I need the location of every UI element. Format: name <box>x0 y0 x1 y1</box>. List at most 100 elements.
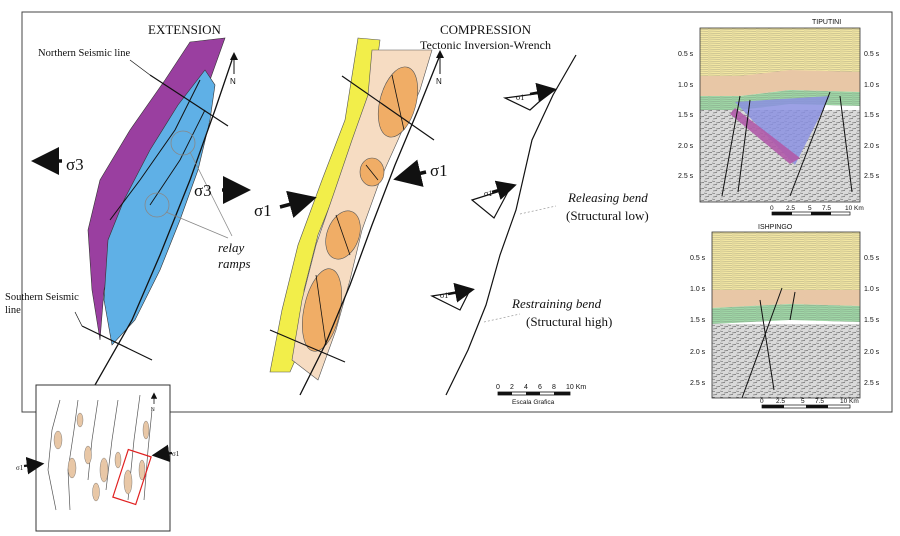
seismic-bottom-title: ISHPINGO <box>758 224 793 231</box>
bottom-tick-left-1: 1.0 s <box>690 286 706 293</box>
northern-label-leader <box>129 59 151 76</box>
bottom-tick-right-2: 1.5 s <box>864 317 880 324</box>
north-label: N <box>230 77 236 86</box>
extension-secondary-fault <box>109 79 201 221</box>
top-tick-left-4: 2.5 s <box>678 173 694 180</box>
seismic-top-time-ticks: 0.5 s 1.0 s 1.5 s 2.0 s 2.5 s 0.5 s 1.0 … <box>678 51 880 180</box>
top-scale-3: 7.5 <box>822 205 831 212</box>
wrench-panel: σ1 σ1 σ1 Releasing bend (Structural low)… <box>430 54 649 406</box>
inset-sigma1-left-arrow <box>23 456 45 475</box>
top-scale-2: 5 <box>808 205 812 212</box>
bottom-tick-right-0: 0.5 s <box>864 255 880 262</box>
top-scale-0: 0 <box>770 205 774 212</box>
southern-seismic-line <box>81 325 153 361</box>
stress-arrow-mid <box>491 180 517 200</box>
top-tick-right-3: 2.0 s <box>864 143 880 150</box>
bottom-tick-left-0: 0.5 s <box>690 255 706 262</box>
top-scale-1: 2.5 <box>786 205 795 212</box>
bottom-scale-2: 5 <box>801 398 805 405</box>
compression-seismic-line-south <box>269 329 346 363</box>
inset-location-map: σ1 σ1 N <box>16 384 180 532</box>
main-frame <box>21 11 893 413</box>
seismic-bottom-scale-bar: 0 2.5 5 7.5 10 Km <box>760 398 859 409</box>
relay-ramp-circle-2 <box>144 192 170 218</box>
top-scale-4: 10 Km <box>845 205 864 212</box>
extension-main-fault <box>94 59 233 386</box>
scale-tick-4: 4 <box>524 384 528 391</box>
extension-panel: EXTENSION Northern Seismic line relay ra… <box>5 22 251 386</box>
bottom-tick-right-1: 1.0 s <box>864 286 880 293</box>
sigma3-left-label: σ3 <box>66 155 84 174</box>
scale-tick-2: 2 <box>510 384 514 391</box>
bottom-scale-3: 7.5 <box>815 398 824 405</box>
scale-tick-8: 8 <box>552 384 556 391</box>
north-label-2: N <box>436 77 442 86</box>
bottom-tick-left-4: 2.5 s <box>690 380 706 387</box>
inset-north-label: N <box>151 407 155 413</box>
sigma1-left-label: σ1 <box>254 201 272 220</box>
bottom-tick-left-3: 2.0 s <box>690 349 706 356</box>
seismic-section-bottom: ISHPINGO 0.5 s 1.0 s 1.5 s 2.0 s 2.5 s 0… <box>690 224 880 409</box>
relay-ramp-circle-1 <box>170 130 196 156</box>
northern-seismic-line <box>149 74 229 127</box>
top-tick-left-0: 0.5 s <box>678 51 694 58</box>
scale-tick-6: 6 <box>538 384 542 391</box>
sigma1-small-bottom: σ1 <box>440 291 448 300</box>
bottom-tick-right-4: 2.5 s <box>864 380 880 387</box>
restraining-bend-label: Restraining bend <box>511 296 602 311</box>
scale-bar: 0 2 4 6 8 10 Km Escala Grafica <box>496 384 586 406</box>
structural-high-label: (Structural high) <box>526 314 612 329</box>
compression-main-fault <box>299 54 441 396</box>
structural-low-label: (Structural low) <box>566 208 649 223</box>
top-tick-left-1: 1.0 s <box>678 82 694 89</box>
relay-ramps-label: relay <box>218 240 244 255</box>
inset-study-area-box <box>112 448 152 506</box>
scale-tick-10: 10 Km <box>566 384 586 391</box>
bottom-tick-left-2: 1.5 s <box>690 317 706 324</box>
relay-leader-2 <box>165 211 229 239</box>
northern-seismic-line-label: Northern Seismic line <box>38 48 130 59</box>
stress-triangle-mid <box>470 186 512 219</box>
compression-heading: COMPRESSION <box>440 22 532 37</box>
releasing-bend-label: Releasing bend <box>567 190 648 205</box>
seismic-top-scale-bar: 0 2.5 5 7.5 10 Km <box>770 205 864 216</box>
top-tick-left-2: 1.5 s <box>678 112 694 119</box>
southern-label-leader <box>74 311 83 327</box>
fold-axes <box>315 74 405 346</box>
bottom-tick-right-3: 2.0 s <box>864 349 880 356</box>
top-tick-right-1: 1.0 s <box>864 82 880 89</box>
sigma1-small-top: σ1 <box>516 93 524 102</box>
top-tick-right-4: 2.5 s <box>864 173 880 180</box>
top-tick-right-2: 1.5 s <box>864 112 880 119</box>
seismic-section-top: TIPUTINI 0.5 s 1.0 s 1.5 s 2.0 s 2.5 s 0… <box>678 19 880 216</box>
wrench-fault <box>445 54 577 396</box>
seismic-top-title: TIPUTINI <box>812 19 841 26</box>
releasing-leader <box>519 205 557 215</box>
southern-seismic-line-label-2: line <box>5 305 21 316</box>
inset-sigma1-right: σ1 <box>172 450 180 458</box>
bottom-scale-1: 2.5 <box>776 398 785 405</box>
sigma1-right-label: σ1 <box>430 161 448 180</box>
stress-arrow-top <box>529 82 557 103</box>
sigma1-small-mid: σ1 <box>484 189 492 198</box>
bottom-scale-0: 0 <box>760 398 764 405</box>
anticline-4 <box>302 268 342 352</box>
relay-leader-1 <box>189 151 233 237</box>
sigma3-right-label: σ3 <box>194 181 212 200</box>
southern-seismic-line-label: Southern Seismic <box>5 292 79 303</box>
stress-triangle-top <box>502 91 552 111</box>
sigma1-left-arrow <box>279 190 317 218</box>
top-tick-left-3: 2.0 s <box>678 143 694 150</box>
scale-tick-0: 0 <box>496 384 500 391</box>
extension-heading: EXTENSION <box>148 22 222 37</box>
seismic-bottom-time-ticks: 0.5 s 1.0 s 1.5 s 2.0 s 2.5 s 0.5 s 1.0 … <box>690 255 880 387</box>
inset-sigma1-right-arrow <box>151 444 173 463</box>
compression-subheading: Tectonic Inversion-Wrench <box>420 38 551 52</box>
restraining-leader <box>483 313 521 323</box>
relay-ramps-label-2: ramps <box>218 256 251 271</box>
compression-panel: COMPRESSION Tectonic Inversion-Wrench σ1… <box>254 22 551 396</box>
bottom-scale-4: 10 Km <box>840 398 859 405</box>
stress-arrow-bottom <box>447 282 475 303</box>
compression-seismic-line-north <box>341 75 435 141</box>
